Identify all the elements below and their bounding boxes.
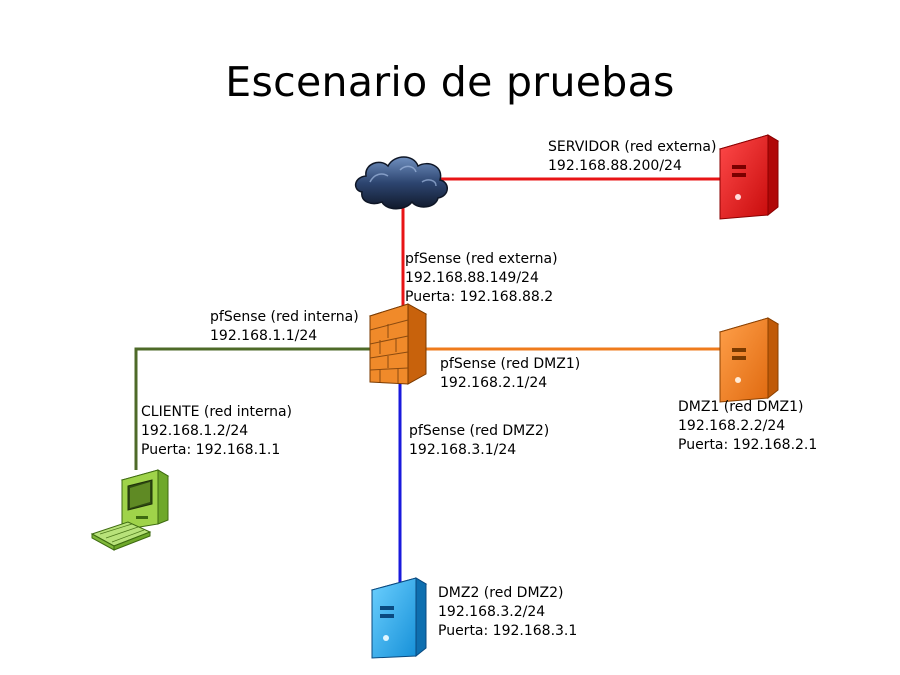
label-line: 192.168.3.1/24 — [409, 442, 517, 458]
label-cliente: CLIENTE (red interna) 192.168.1.2/24 Pue… — [141, 403, 292, 460]
label-line: 192.168.3.2/24 — [438, 604, 546, 620]
label-pfsense-externa: pfSense (red externa) 192.168.88.149/24 … — [405, 250, 558, 307]
blue-server-icon — [370, 577, 428, 659]
link-interna — [134, 347, 395, 470]
label-line: Puerta: 192.168.2.1 — [678, 437, 818, 453]
label-servidor: SERVIDOR (red externa) 192.168.88.200/24 — [548, 138, 716, 176]
label-line: pfSense (red DMZ1) — [440, 356, 581, 372]
label-line: Puerta: 192.168.3.1 — [438, 623, 578, 639]
label-line: 192.168.1.2/24 — [141, 423, 249, 439]
label-line: 192.168.88.149/24 — [405, 270, 539, 286]
label-dmz2: DMZ2 (red DMZ2) 192.168.3.2/24 Puerta: 1… — [438, 584, 577, 641]
red-server-icon — [718, 134, 780, 220]
client-computer-icon — [90, 469, 170, 551]
label-dmz1: DMZ1 (red DMZ1) 192.168.2.2/24 Puerta: 1… — [678, 398, 817, 455]
label-line: pfSense (red externa) — [405, 251, 558, 267]
label-line: 192.168.2.2/24 — [678, 418, 786, 434]
label-line: 192.168.2.1/24 — [440, 375, 548, 391]
firewall-brick-icon — [368, 303, 428, 385]
label-line: 192.168.1.1/24 — [210, 328, 318, 344]
label-line: pfSense (red interna) — [210, 309, 359, 325]
orange-server-icon — [718, 317, 780, 403]
label-line: SERVIDOR (red externa) — [548, 139, 717, 155]
label-pfsense-dmz1: pfSense (red DMZ1) 192.168.2.1/24 — [440, 355, 580, 393]
label-pfsense-interna: pfSense (red interna) 192.168.1.1/24 — [210, 308, 359, 346]
label-line: DMZ2 (red DMZ2) — [438, 585, 564, 601]
label-line: Puerta: 192.168.1.1 — [141, 442, 281, 458]
cloud-icon — [354, 156, 448, 210]
label-line: Puerta: 192.168.88.2 — [405, 289, 554, 305]
label-line: pfSense (red DMZ2) — [409, 423, 550, 439]
label-pfsense-dmz2: pfSense (red DMZ2) 192.168.3.1/24 — [409, 422, 549, 460]
label-line: DMZ1 (red DMZ1) — [678, 399, 804, 415]
label-line: CLIENTE (red interna) — [141, 404, 293, 420]
label-line: 192.168.88.200/24 — [548, 158, 682, 174]
diagram-title: Escenario de pruebas — [225, 58, 675, 106]
